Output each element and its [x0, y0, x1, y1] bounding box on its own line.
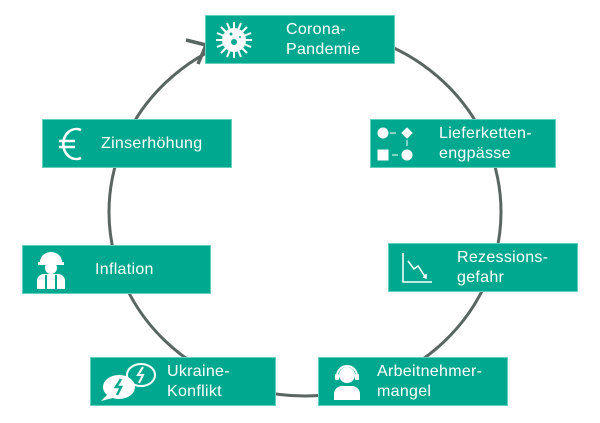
falling-chart-icon — [389, 251, 445, 285]
node-ukraine: Ukraine- Konflikt — [90, 357, 276, 406]
node-label-line: Konflikt — [167, 382, 222, 400]
construction-worker-icon — [23, 251, 79, 289]
node-inflation: Inflation — [22, 245, 211, 294]
node-label-line: Zinserhöhung — [101, 134, 203, 152]
node-label-line: gefahr — [457, 268, 505, 286]
supply-chain-icon — [371, 126, 427, 161]
worker-headset-icon — [319, 364, 375, 400]
node-arbeitnehmer: Arbeitnehmer-mangel — [318, 357, 508, 406]
node-label-line: engpässe — [439, 144, 511, 162]
node-label-line: mangel — [377, 382, 432, 400]
node-label-line: Corona- — [286, 20, 346, 38]
virus-icon — [206, 20, 262, 60]
node-label-line: Rezessions- — [457, 248, 549, 266]
node-zins: Zinserhöhung — [42, 119, 232, 168]
node-lieferketten: Lieferketten-engpässe — [370, 119, 556, 168]
node-label-line: Pandemie — [286, 40, 361, 58]
node-rezession: Rezessions-gefahr — [388, 243, 578, 292]
node-label-line: Ukraine- — [167, 362, 230, 380]
node-label-line: Arbeitnehmer- — [377, 362, 483, 380]
node-corona: Corona- Pandemie — [205, 15, 395, 64]
conflict-speech-icon — [91, 362, 167, 402]
node-label-line: Inflation — [95, 260, 154, 278]
euro-icon — [43, 124, 99, 164]
node-label-line: Lieferketten- — [439, 124, 532, 142]
